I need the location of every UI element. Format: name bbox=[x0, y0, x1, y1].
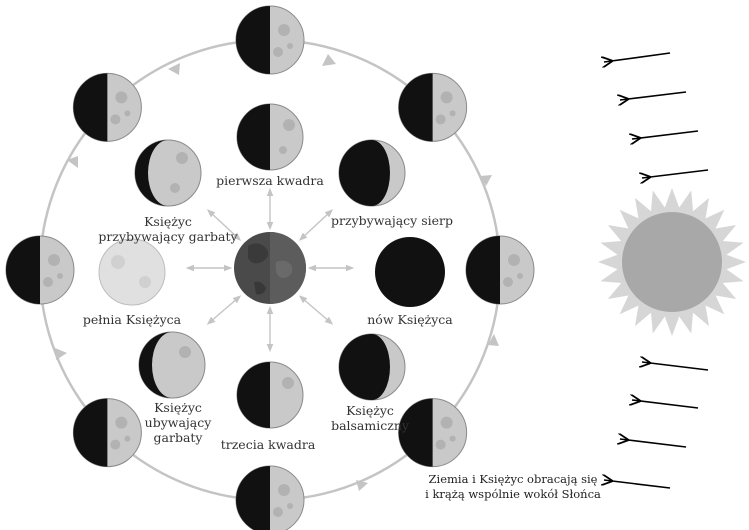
outer-moon bbox=[398, 72, 468, 142]
moon-full bbox=[98, 238, 166, 306]
label-waning-gibbous-line3: garbaty bbox=[154, 430, 204, 445]
sun bbox=[598, 188, 746, 336]
note-line1: Ziemia i Księżyc obracają się bbox=[429, 472, 598, 486]
outer-moon bbox=[465, 235, 535, 305]
label-waxing-gibbous-line2: przybywający garbaty bbox=[98, 229, 238, 244]
outer-moon bbox=[5, 235, 75, 305]
label-waning-gibbous-line2: ubywający bbox=[145, 415, 213, 430]
moon-waning-crescent bbox=[338, 333, 406, 401]
label-first-quarter: pierwsza kwadra bbox=[216, 173, 324, 188]
moon-third-quarter bbox=[236, 361, 304, 429]
earth bbox=[234, 232, 306, 304]
label-new-moon: nów Księżyca bbox=[367, 312, 453, 327]
label-full-moon: pełnia Księżyca bbox=[83, 312, 182, 327]
outer-moon bbox=[235, 5, 305, 75]
outer-moon bbox=[398, 398, 468, 468]
outer-moon bbox=[235, 465, 305, 530]
moon-waxing-gibbous bbox=[134, 139, 202, 207]
outer-moon bbox=[72, 72, 142, 142]
note-line2: i krążą wspólnie wokół Słońca bbox=[425, 487, 601, 501]
label-waning-crescent-line1: Księżyc bbox=[346, 403, 394, 418]
earth-radial-arrows bbox=[185, 187, 355, 353]
outer-moon bbox=[72, 398, 142, 468]
label-waxing-crescent: przybywający sierp bbox=[331, 213, 453, 228]
label-third-quarter: trzecia kwadra bbox=[221, 437, 316, 452]
label-waxing-gibbous-line1: Księżyc bbox=[144, 214, 192, 229]
moon-first-quarter bbox=[236, 103, 304, 171]
sun-core bbox=[622, 212, 722, 312]
label-waning-gibbous-line1: Księżyc bbox=[154, 400, 202, 415]
inner-moons bbox=[98, 103, 445, 429]
moon-waning-gibbous bbox=[138, 331, 206, 399]
label-waning-crescent-line2: balsamiczny bbox=[331, 418, 410, 433]
moon-waxing-crescent bbox=[338, 139, 406, 207]
moon-new bbox=[375, 237, 445, 307]
sunlight-arrows bbox=[604, 52, 709, 489]
outer-moons bbox=[5, 5, 535, 530]
